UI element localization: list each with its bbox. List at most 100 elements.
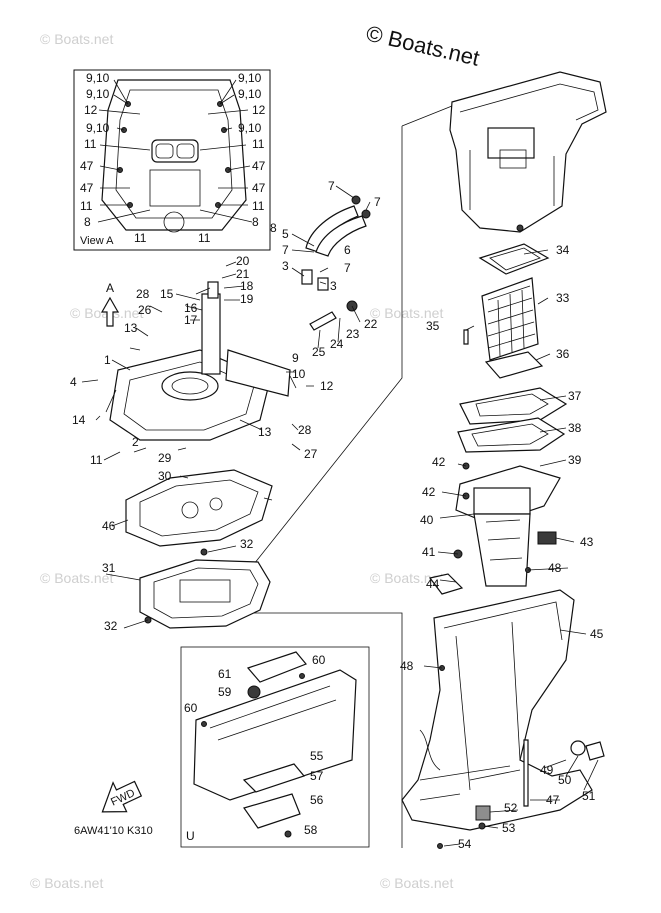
callout: 2 bbox=[132, 435, 139, 449]
callout: 32 bbox=[240, 537, 254, 551]
callout: 22 bbox=[364, 317, 378, 331]
callout: 3 bbox=[282, 259, 289, 273]
inset-label: 9,10 bbox=[86, 87, 110, 101]
callout: 9 bbox=[292, 351, 299, 365]
callout: 7 bbox=[344, 261, 351, 275]
callout: 53 bbox=[502, 821, 516, 835]
callout: 40 bbox=[420, 513, 434, 527]
diagram-code: 6AW41'10 K310 bbox=[74, 825, 153, 837]
inset-label: 47 bbox=[252, 159, 266, 173]
callout: 29 bbox=[158, 451, 172, 465]
callout-numbers: 1 2 3 3 4 5 6 7 7 7 7 8 9 10 11 12 13 13… bbox=[70, 179, 604, 851]
callout: 41 bbox=[422, 545, 436, 559]
callout: 36 bbox=[556, 347, 570, 361]
callout: 21 bbox=[236, 267, 250, 281]
callout: 17 bbox=[184, 313, 198, 327]
view-arrow-label: A bbox=[106, 281, 114, 295]
callout: 42 bbox=[432, 455, 446, 469]
callout: 26 bbox=[138, 303, 152, 317]
inset-label: 8 bbox=[84, 215, 91, 229]
callout: 38 bbox=[568, 421, 582, 435]
callout: 44 bbox=[426, 577, 440, 591]
callout: 12 bbox=[320, 379, 334, 393]
callout: 24 bbox=[330, 337, 344, 351]
callout: 32 bbox=[104, 619, 118, 633]
inset-label: 9,10 bbox=[238, 71, 262, 85]
inset-label: 11 bbox=[252, 199, 265, 213]
callout: 28 bbox=[298, 423, 312, 437]
brand-watermark: © Boats.net bbox=[364, 21, 482, 71]
callout: 52 bbox=[504, 801, 518, 815]
inset-label: 12 bbox=[252, 103, 266, 117]
callout: 20 bbox=[236, 254, 250, 268]
inset-label: 9,10 bbox=[238, 87, 262, 101]
callout: 3 bbox=[330, 279, 337, 293]
callout: 18 bbox=[240, 279, 254, 293]
inset-label: 11 bbox=[80, 199, 93, 213]
watermark: © Boats.net bbox=[370, 570, 443, 586]
callout: 13 bbox=[258, 425, 272, 439]
callout: 48 bbox=[548, 561, 562, 575]
watermark: © Boats.net bbox=[30, 875, 103, 891]
callout: 37 bbox=[568, 389, 582, 403]
callout: 7 bbox=[328, 179, 335, 193]
callout: 59 bbox=[218, 685, 232, 699]
watermarks: © Boats.net © Boats.net © Boats.net © Bo… bbox=[30, 31, 453, 891]
inset-label: 47 bbox=[252, 181, 266, 195]
callout: 54 bbox=[458, 837, 472, 851]
inset-label: 9,10 bbox=[238, 121, 262, 135]
callout: 43 bbox=[580, 535, 594, 549]
callout: 49 bbox=[540, 763, 554, 777]
callout: 8 bbox=[270, 221, 277, 235]
inset-label: 11 bbox=[198, 231, 211, 245]
callout: 33 bbox=[556, 291, 570, 305]
inset-label: 9,10 bbox=[86, 71, 110, 85]
callout: 48 bbox=[400, 659, 414, 673]
callout: 7 bbox=[374, 195, 381, 209]
callout: 34 bbox=[556, 243, 570, 257]
view-arrow: A bbox=[100, 281, 120, 327]
watermark: © Boats.net bbox=[40, 31, 113, 47]
callout: 45 bbox=[590, 627, 604, 641]
inset-title: View A bbox=[80, 235, 114, 247]
callout: 50 bbox=[558, 773, 572, 787]
callout: 19 bbox=[240, 292, 254, 306]
watermark: © Boats.net bbox=[370, 305, 443, 321]
callout: 35 bbox=[426, 319, 440, 333]
oil-pan bbox=[449, 71, 607, 233]
callout: 5 bbox=[282, 227, 289, 241]
callout: 57 bbox=[310, 769, 324, 783]
mount-plate bbox=[139, 548, 271, 629]
callout: 28 bbox=[136, 287, 150, 301]
callout: 61 bbox=[218, 667, 232, 681]
callout: 58 bbox=[304, 823, 318, 837]
callout: 23 bbox=[346, 327, 360, 341]
leader-lines bbox=[81, 185, 599, 847]
inset-label: 8 bbox=[252, 215, 259, 229]
inset-label: 9,10 bbox=[86, 121, 110, 135]
watermark: © Boats.net bbox=[40, 570, 113, 586]
callout: 6 bbox=[344, 243, 351, 257]
watermark: © Boats.net bbox=[380, 875, 453, 891]
callout: 60 bbox=[312, 653, 326, 667]
fwd-arrow: FWD bbox=[101, 780, 143, 813]
callout: 42 bbox=[422, 485, 436, 499]
callout: 31 bbox=[102, 561, 116, 575]
callout: 27 bbox=[304, 447, 318, 461]
callout: 14 bbox=[72, 413, 86, 427]
inset-label: 47 bbox=[80, 181, 94, 195]
callout: 4 bbox=[70, 375, 77, 389]
u-label: U bbox=[186, 829, 195, 843]
callout: 7 bbox=[282, 243, 289, 257]
callout: 46 bbox=[102, 519, 116, 533]
exhaust-assembly bbox=[428, 243, 568, 595]
callout: 15 bbox=[160, 287, 174, 301]
inset-label: 47 bbox=[80, 159, 94, 173]
exhaust-guide bbox=[109, 281, 291, 441]
hoses bbox=[301, 195, 371, 331]
lower-cowling-frame bbox=[180, 646, 370, 848]
gasket bbox=[125, 469, 273, 547]
lower-cowling bbox=[193, 651, 357, 838]
callout: 60 bbox=[184, 701, 198, 715]
